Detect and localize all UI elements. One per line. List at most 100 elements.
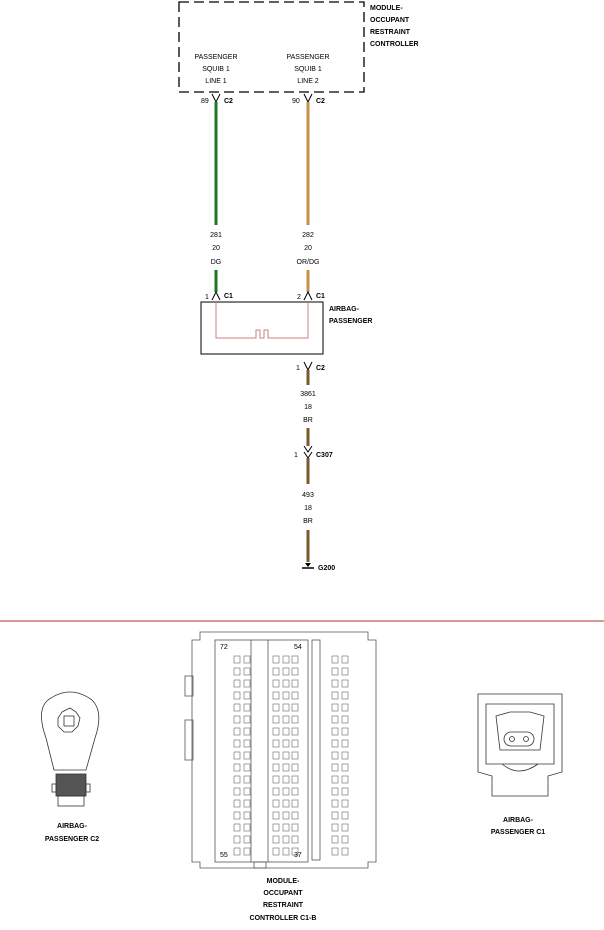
module-title-line-1: MODULE- [370,5,403,12]
pin-cavity [272,835,280,844]
module-pin-90-connector: C2 [316,98,325,105]
c1b-pin-54: 54 [294,644,302,651]
pin-cavity [331,763,339,772]
pin-cavity [272,799,280,808]
pin-cavity [233,775,241,784]
pin-cavity [272,655,280,664]
pin-cavity [233,823,241,832]
pin-cavity [272,703,280,712]
pin-cavity [331,775,339,784]
airbag-c2-pin: 1 [296,365,300,372]
pin-cavity [331,691,339,700]
pin-left-label-2: SQUIB 1 [202,66,230,73]
pin-cavity [331,655,339,664]
c1b-view-label-3: RESTRAINT [263,902,304,909]
pin-cavity [291,835,299,844]
pin-cavity [291,787,299,796]
pin-cavity [331,811,339,820]
pin-cavity [243,703,251,712]
pin-cavity [341,679,349,688]
pin-cavity [341,703,349,712]
airbag-c2-view-label-2: PASSENGER C2 [45,836,99,843]
pin-cavity [272,739,280,748]
pin-cavity [331,727,339,736]
wire-ordg-gauge: 20 [304,245,312,252]
airbag-pin2-symbol [303,290,313,301]
pin-cavity [243,835,251,844]
pin-cavity [243,715,251,724]
wire-br-upper-gauge: 18 [304,404,312,411]
airbag-c2-view-label-1: AIRBAG- [57,823,88,830]
pin-cavity [282,799,290,808]
c307-symbol-top [303,445,313,453]
wire-ordg-color: OR/DG [297,259,320,266]
c1b-view-label-1: MODULE- [267,878,300,885]
module-title-line-4: CONTROLLER [370,41,419,48]
airbag-pin1: 1 [205,294,209,301]
airbag-pin1-connector: C1 [224,293,233,300]
pin-cavity [282,715,290,724]
pin-cavity [243,811,251,820]
pin-cavity [233,703,241,712]
pin-cavity [272,811,280,820]
pin-cavity [233,847,241,856]
pin-cavity [291,715,299,724]
pin-cavity [282,787,290,796]
c1b-view-label-2: OCCUPANT [263,890,303,897]
wire-br-upper-circuit: 3861 [300,391,316,398]
pin-cavity [282,679,290,688]
pin-cavity [331,739,339,748]
pin-cavity [291,751,299,760]
airbag-box [200,301,324,355]
pin-cavity [331,847,339,856]
pin-left-label-1: PASSENGER [194,54,237,61]
pin-cavity [243,751,251,760]
pin-cavity [341,667,349,676]
pin-cavity [233,727,241,736]
pin-cavity [331,679,339,688]
pin-cavity [233,763,241,772]
pin-cavity [282,751,290,760]
pin-cavity [331,787,339,796]
pin-cavity [341,823,349,832]
pin-cavity [233,739,241,748]
wire-ordg-circuit: 282 [302,232,314,239]
pin-cavity [233,751,241,760]
c307-pin: 1 [294,452,298,459]
pin-cavity [233,835,241,844]
pin-cavity [233,799,241,808]
pin-cavity [272,763,280,772]
pin-cavity [341,847,349,856]
wire-dg-gauge: 20 [212,245,220,252]
wire-br-lower-gauge: 18 [304,505,312,512]
pin-cavity [282,823,290,832]
pin-cavity [291,679,299,688]
pin-cavity [331,823,339,832]
pin-right-label-2: SQUIB 1 [294,66,322,73]
wire-br-lower-color: BR [303,518,313,525]
airbag-c2-connector-view [41,691,100,807]
airbag-c1-view-label-2: PASSENGER C1 [491,829,545,836]
pin-right-label-3: LINE 2 [297,78,319,85]
airbag-c2-symbol [303,361,313,372]
pin-cavity [291,763,299,772]
ground-label: G200 [318,565,335,572]
module-pin-89-connector: C2 [224,98,233,105]
c1b-pin-37: 37 [294,852,302,859]
pin-cavity [233,691,241,700]
pin-cavity [291,775,299,784]
airbag-title-line-2: PASSENGER [329,318,372,325]
wire-dg-color: DG [211,259,222,266]
pin-cavity [272,775,280,784]
airbag-pin2-connector: C1 [316,293,325,300]
c307-connector: C307 [316,452,333,459]
airbag-pin2: 2 [297,294,301,301]
pin-cavity [243,775,251,784]
pin-cavity [272,751,280,760]
module-pin-90: 90 [292,98,300,105]
pin-cavity [291,811,299,820]
pin-cavity [282,727,290,736]
pin-cavity [282,691,290,700]
airbag-title-line-1: AIRBAG- [329,306,360,313]
